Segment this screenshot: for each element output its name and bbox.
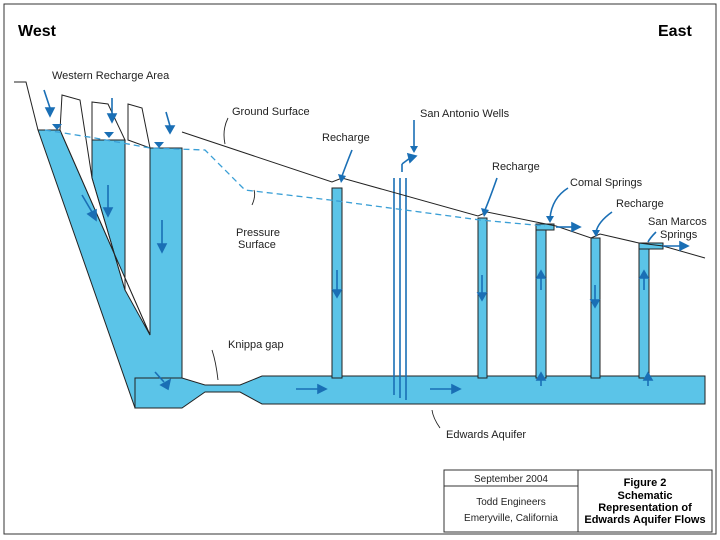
recharge-column-3: [590, 237, 601, 379]
title-block-company: Todd Engineers: [476, 497, 546, 508]
knippa-gap-label: Knippa gap: [228, 339, 284, 351]
recharge-label-1: Recharge: [322, 132, 370, 144]
figure-title-line1: Schematic: [617, 490, 672, 502]
west-label: West: [18, 23, 57, 40]
knippa-gap-water: [134, 375, 706, 409]
callout-arrowheads: [338, 146, 600, 237]
western-recharge-label: Western Recharge Area: [52, 70, 170, 82]
pressure-surface-label-line1: Pressure: [236, 227, 280, 239]
figure-number: Figure 2: [624, 477, 667, 489]
san-marcos-column: [638, 244, 650, 379]
ground-surface-label: Ground Surface: [232, 106, 310, 118]
recharge-label-2: Recharge: [492, 161, 540, 173]
east-label: East: [658, 23, 692, 40]
barrier-3: [127, 103, 151, 149]
leader-lines: [211, 117, 441, 429]
page-border: [3, 3, 717, 535]
pressure-surface-label-line2: Surface: [238, 239, 276, 251]
title-block-location: Emeryville, California: [464, 513, 558, 524]
san-antonio-wells: [393, 178, 407, 400]
flow-arrows: [43, 89, 690, 395]
san-marcos-label-line2: Springs: [660, 229, 698, 241]
comal-springs-label: Comal Springs: [570, 177, 643, 189]
callout-arrows: [341, 120, 657, 243]
comal-column: [535, 225, 547, 379]
edwards-aquifer-label: Edwards Aquifer: [446, 429, 526, 441]
water-level-markers: [52, 124, 164, 148]
figure-title-line2: Representation of: [598, 502, 692, 514]
left-ground-edge: [14, 81, 39, 131]
figure-title-line3: Edwards Aquifer Flows: [584, 514, 705, 526]
recharge-label-3: Recharge: [616, 198, 664, 210]
san-antonio-wells-label: San Antonio Wells: [420, 108, 510, 120]
title-block: September 2004 Todd Engineers Emeryville…: [443, 469, 713, 533]
title-block-date: September 2004: [474, 474, 548, 485]
san-marcos-label-line1: San Marcos: [648, 216, 707, 228]
